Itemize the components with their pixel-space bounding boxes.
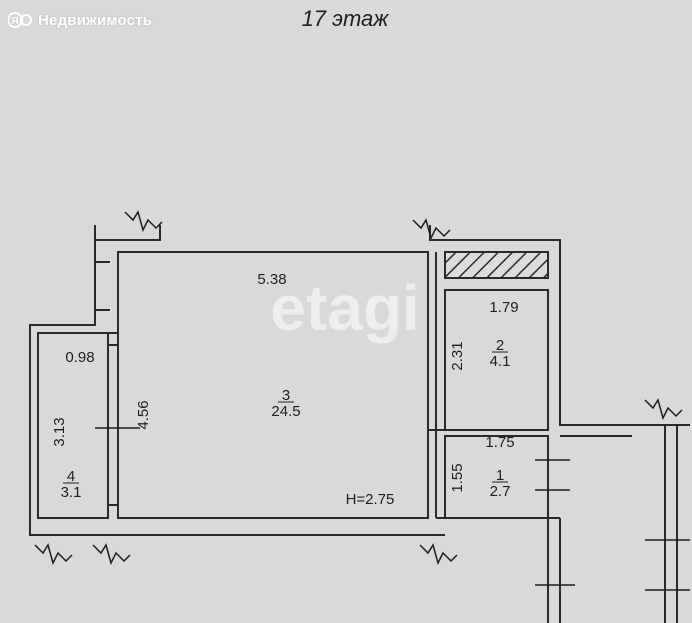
room-2-width: 1.79 bbox=[489, 299, 518, 316]
ventilation-shaft bbox=[444, 251, 549, 279]
room-1-depth: 1.55 bbox=[449, 463, 466, 492]
brand-name: Недвижимость bbox=[38, 11, 153, 29]
room-3-outline bbox=[117, 251, 429, 519]
ceiling-height: H=2.75 bbox=[346, 491, 395, 508]
room-4-outline bbox=[37, 332, 109, 519]
room-4-number: 4 bbox=[67, 468, 75, 485]
room-3-area: 24.5 bbox=[271, 403, 300, 420]
room-1-area: 2.7 bbox=[490, 483, 511, 500]
floor-title: 17 этаж bbox=[302, 6, 390, 31]
room-2-depth: 2.31 bbox=[449, 341, 466, 370]
watermark: etagi bbox=[270, 272, 419, 344]
room-4-width: 0.98 bbox=[65, 349, 94, 366]
room-4-area: 3.1 bbox=[61, 484, 82, 501]
room-3-depth: 4.56 bbox=[135, 400, 152, 429]
break-marks bbox=[34, 210, 690, 591]
room-2-number: 2 bbox=[496, 337, 504, 354]
room-3-width: 5.38 bbox=[257, 271, 286, 288]
yandex-logo-icon: Я bbox=[8, 9, 32, 31]
svg-text:Я: Я bbox=[11, 16, 18, 27]
room-3-number: 3 bbox=[282, 387, 290, 404]
room-1-number: 1 bbox=[496, 467, 504, 484]
room-2-area: 4.1 bbox=[490, 353, 511, 370]
room-1-width: 1.75 bbox=[485, 434, 514, 451]
room-4-depth: 3.13 bbox=[51, 417, 68, 446]
brand-logo-group[interactable]: Я Недвижимость bbox=[8, 8, 152, 32]
